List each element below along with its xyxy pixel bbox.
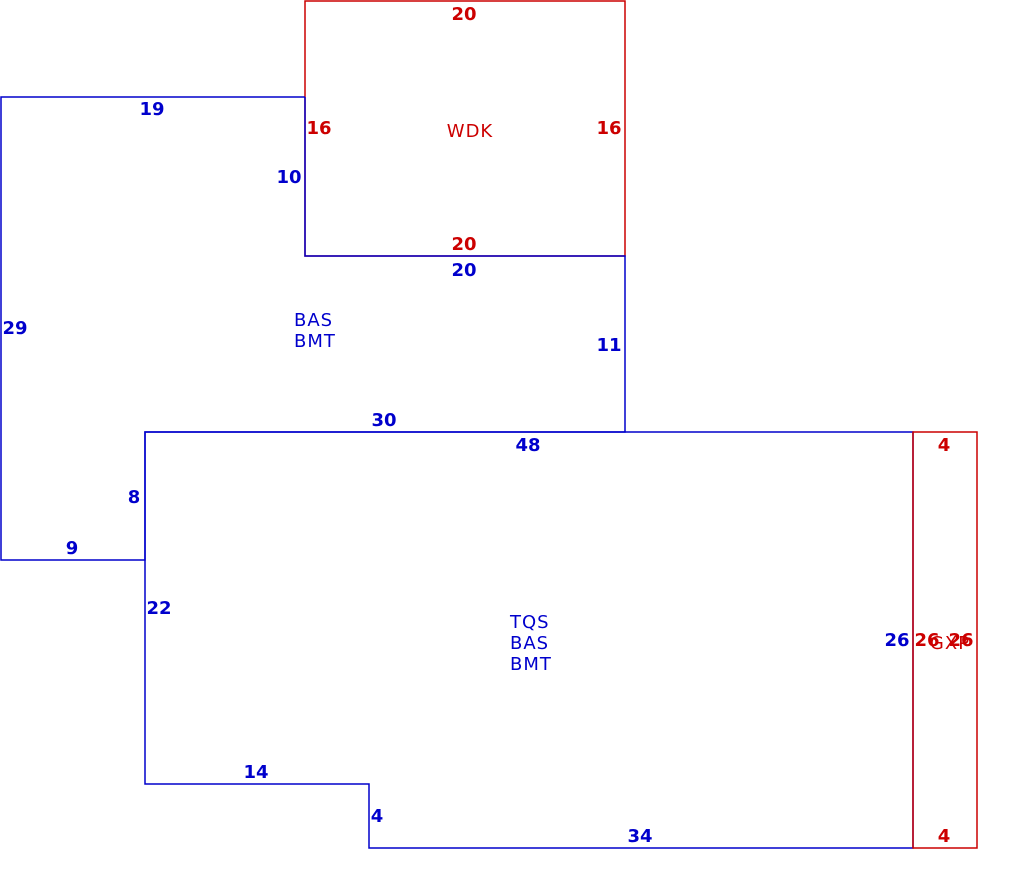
gxp-left-dimension: 26 <box>914 630 939 651</box>
bas-step-top-dimension: 30 <box>371 410 396 431</box>
tqs-area-label-line1: TQS <box>509 612 550 633</box>
tqs-right-dimension: 26 <box>884 630 909 651</box>
gxp-bottom-dimension: 4 <box>938 826 951 847</box>
wdk-right-dimension: 16 <box>596 118 621 139</box>
tqs-top-dimension: 48 <box>515 435 540 456</box>
bas-under-wdk-dimension: 20 <box>451 260 476 281</box>
bas-top-dimension: 19 <box>139 99 164 120</box>
bas-left-dimension: 29 <box>2 318 27 339</box>
gxp-right-dimension: 26 <box>948 630 973 651</box>
bas-bottom-dimension: 9 <box>66 538 79 559</box>
bas-inner-left-dimension: 10 <box>276 167 301 188</box>
wdk-top-dimension: 20 <box>451 4 476 25</box>
bas-right-dimension: 11 <box>596 335 621 356</box>
tqs-area-label-line3: BMT <box>510 654 552 675</box>
tqs-notch-top-dimension: 14 <box>243 762 268 783</box>
gxp-outline <box>912 431 978 849</box>
gxp-top-dimension: 4 <box>938 435 951 456</box>
tqs-bottom-dimension: 34 <box>627 826 652 847</box>
gxp-area-label: GXP <box>930 633 970 654</box>
bas-area-label-line2: BMT <box>294 331 336 352</box>
bas-area-label-line1: BAS <box>294 310 333 331</box>
tqs-left-dimension: 22 <box>146 598 171 619</box>
bas-step-side-dimension: 8 <box>128 487 141 508</box>
wdk-bottom-dimension: 20 <box>451 234 476 255</box>
tqs-notch-side-dimension: 4 <box>371 806 384 827</box>
wdk-area-label: WDK <box>447 121 494 142</box>
tqs-area-label-line2: BAS <box>510 633 549 654</box>
wdk-left-dimension: 16 <box>306 118 331 139</box>
